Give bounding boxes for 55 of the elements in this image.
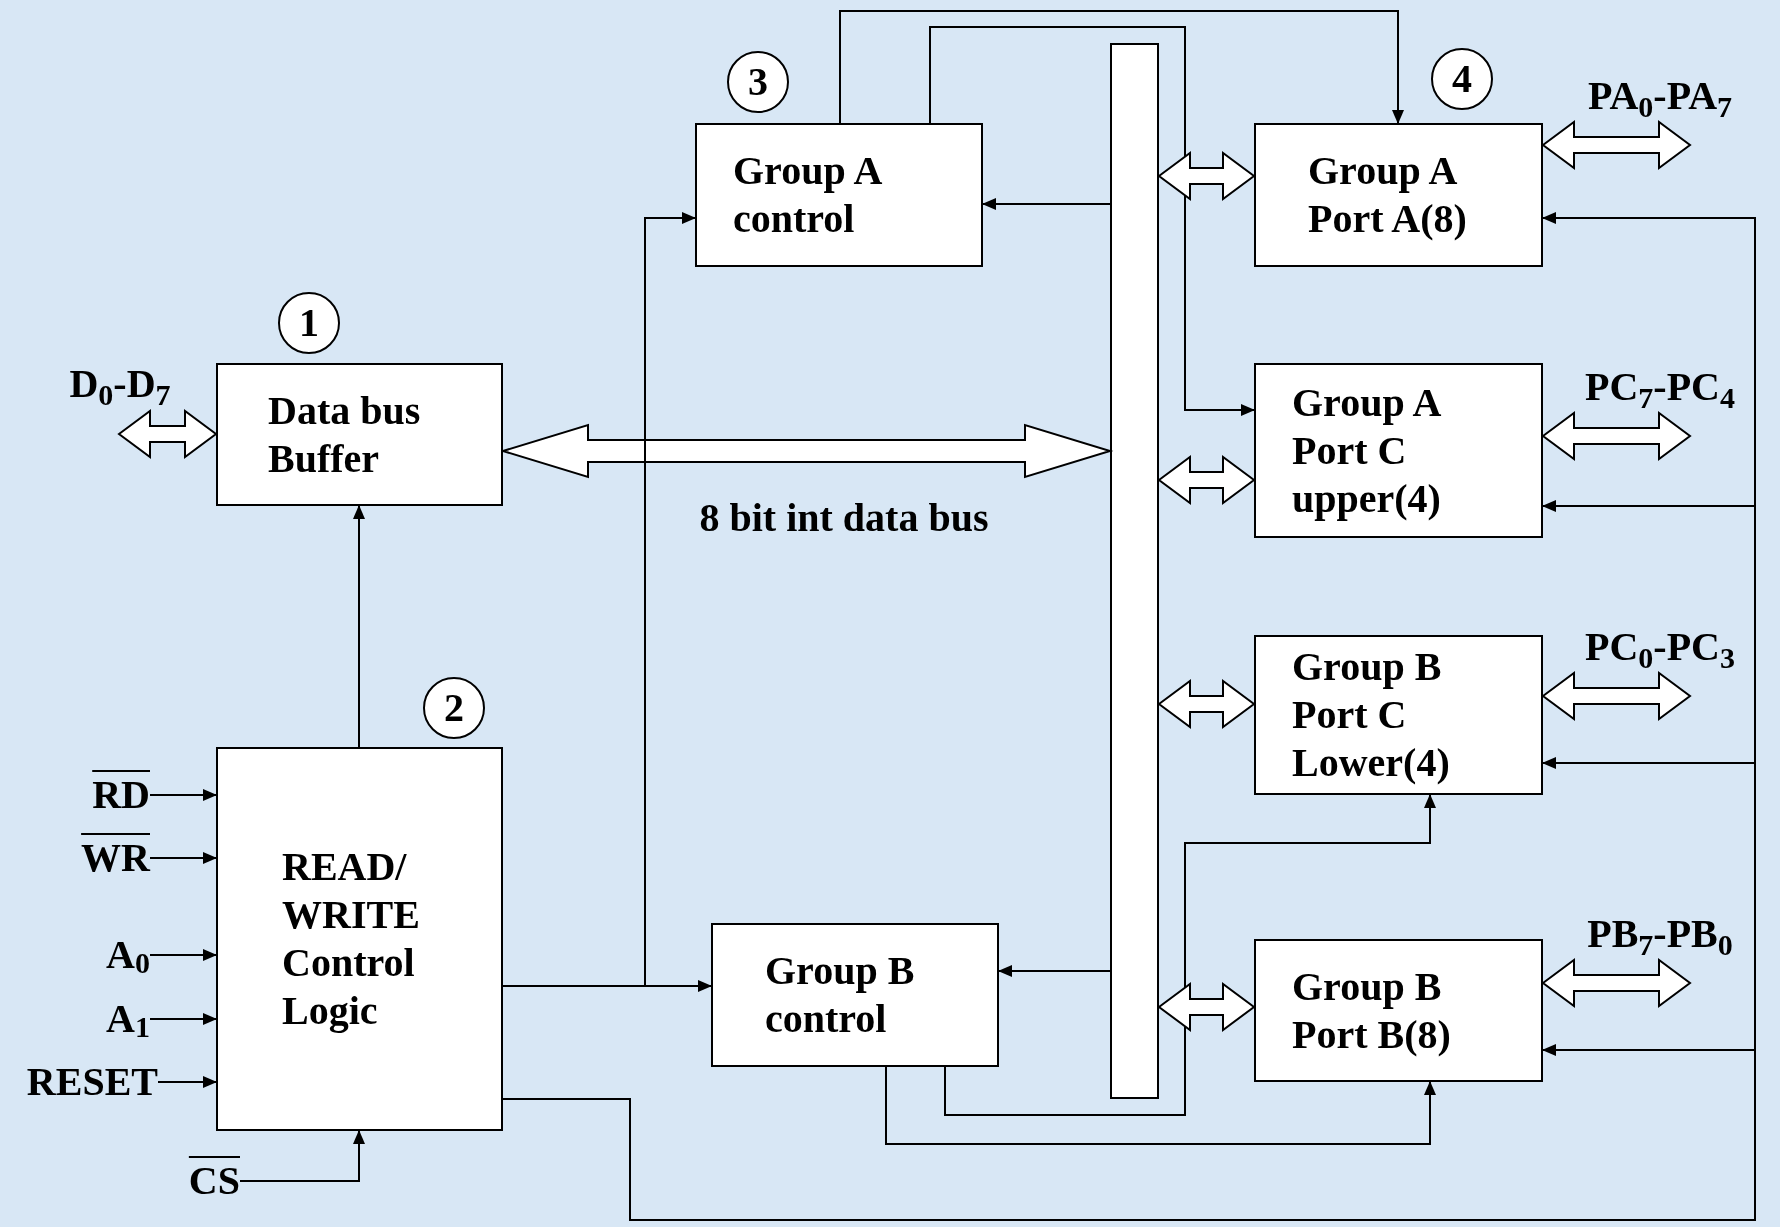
- block-box: [1254, 123, 1543, 267]
- callout-number: 4: [1431, 48, 1493, 110]
- edge-label: PB$_{7}$-PB$_{0}$: [1586, 910, 1734, 958]
- block-box: [216, 363, 503, 506]
- arrow: [982, 198, 1111, 210]
- arrow: [149, 949, 217, 961]
- block-label: Group A Port C upper(4): [1292, 378, 1442, 523]
- arrow: [239, 1130, 365, 1182]
- bus-arrow: [1541, 671, 1692, 721]
- block-box: [1254, 363, 1543, 538]
- arrow: [157, 1076, 217, 1088]
- bus-arrow: [1541, 411, 1692, 461]
- block-box: [1254, 635, 1543, 795]
- block-label: Group B Port B(8): [1292, 962, 1452, 1059]
- arrow: [149, 1013, 217, 1025]
- arrow: [998, 965, 1111, 977]
- edge-label: 8 bit int data bus: [698, 494, 990, 542]
- block-label: Data bus Buffer: [268, 386, 422, 483]
- block-box: [1254, 939, 1543, 1082]
- block-box: [216, 747, 503, 1131]
- arrow: [149, 852, 217, 864]
- arrow: [839, 10, 1404, 124]
- block-label: Group B Port C Lower(4): [1292, 643, 1451, 787]
- bus-arrow: [1157, 679, 1256, 729]
- edge-label: PA$_{0}$-PA$_{7}$: [1587, 72, 1733, 120]
- block-box: [695, 123, 983, 267]
- arrow: [149, 789, 217, 801]
- callout-number: 1: [278, 292, 340, 354]
- bus-arrow: [1157, 982, 1256, 1032]
- signal-label: A$_{1}$: [80, 990, 150, 1048]
- arrow: [944, 794, 1436, 1116]
- signal-label: RESET: [8, 1055, 158, 1109]
- edge-label: PC$_{0}$-PC$_{3}$: [1584, 623, 1736, 671]
- block-label: Group B control: [765, 947, 916, 1043]
- edge-label: PC$_{7}$-PC$_{4}$: [1584, 363, 1736, 411]
- bus-arrow: [1541, 958, 1692, 1008]
- callout-number: 3: [727, 51, 789, 113]
- callout-number: 2: [423, 677, 485, 739]
- block-box: [711, 923, 999, 1067]
- arrow: [353, 505, 365, 748]
- arrow: [885, 1066, 1436, 1145]
- bus-arrow: [1157, 455, 1256, 505]
- block-label: READ/ WRITE Control Logic: [282, 843, 421, 1035]
- signal-label: A$_{0}$: [80, 926, 150, 984]
- bus-arrow: [117, 409, 218, 459]
- signal-label: WR: [50, 831, 150, 885]
- arrow: [929, 26, 1255, 416]
- block-label: Group A control: [733, 147, 882, 243]
- edge-label: D$_{0}$-D$_{7}$: [68, 360, 172, 408]
- signal-label: RD: [55, 768, 150, 822]
- signal-label: CS: [160, 1152, 240, 1210]
- block-label: Group A Port A(8): [1308, 147, 1468, 243]
- bus-arrow: [1157, 151, 1256, 201]
- bus-arrow: [1541, 120, 1692, 170]
- internal-bus-bar: [1110, 43, 1159, 1099]
